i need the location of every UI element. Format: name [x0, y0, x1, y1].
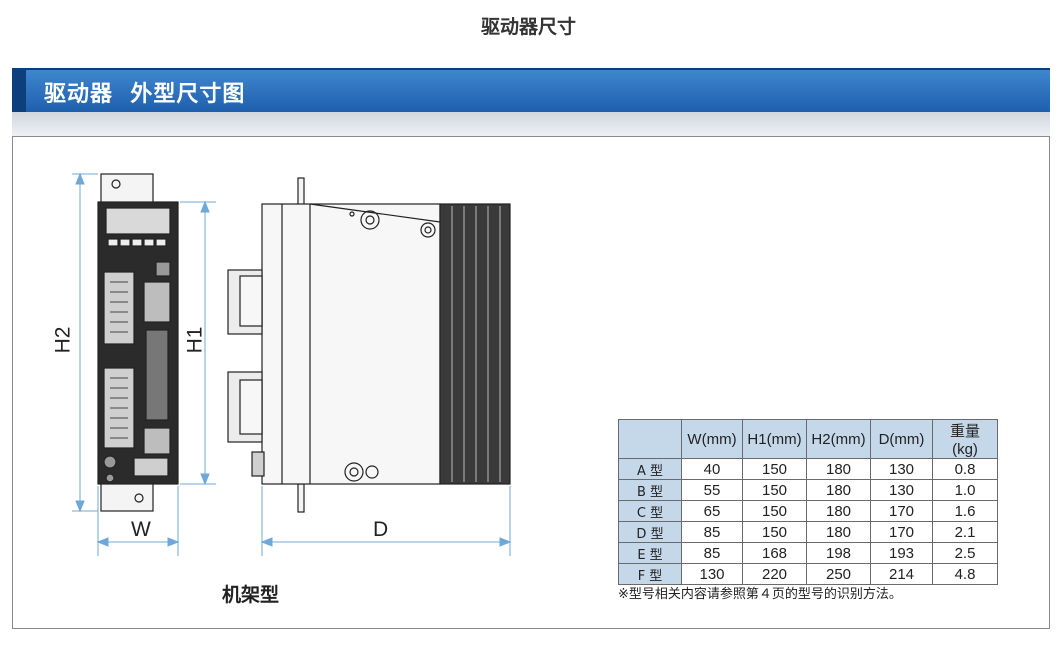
table-cell: 130	[870, 458, 933, 480]
table-cell: 150	[742, 521, 807, 543]
table-cell: 130	[681, 563, 743, 585]
table-cell: 4.8	[932, 563, 998, 585]
header-shadow	[12, 112, 1050, 136]
table-cell: 180	[806, 500, 871, 522]
table-cell: 150	[742, 458, 807, 480]
table-cell: 214	[870, 563, 933, 585]
table-cell: 1.0	[932, 479, 998, 501]
dim-label-d: D	[373, 518, 389, 541]
table-header-row: W(mm) H1(mm) H2(mm) D(mm) 重量 (kg)	[618, 419, 998, 459]
front-view	[97, 173, 179, 512]
heatsink-fins	[451, 206, 501, 482]
table-row: F 型 130 220 250 214 4.8	[618, 563, 998, 585]
dim-label-h1: H1	[183, 326, 207, 354]
section-header-bar: 驱动器 外型尺寸图	[12, 68, 1050, 112]
front-connector-pins	[110, 281, 128, 439]
table-cell: D 型	[618, 521, 682, 543]
dimension-lines	[72, 172, 512, 556]
dim-label-h2: H2	[51, 326, 75, 354]
table-cell: 1.6	[932, 500, 998, 522]
table-row: B 型 55 150 180 130 1.0	[618, 479, 998, 501]
table-cell: 85	[681, 521, 743, 543]
table-cell: 150	[742, 479, 807, 501]
table-cell: 220	[742, 563, 807, 585]
table-header-cell: 重量 (kg)	[932, 419, 998, 459]
table-cell: B 型	[618, 479, 682, 501]
table-cell: 180	[806, 521, 871, 543]
table-cell: C 型	[618, 500, 682, 522]
table-cell: E 型	[618, 542, 682, 564]
table-header-cell: W(mm)	[681, 419, 743, 459]
table-row: D 型 85 150 180 170 2.1	[618, 521, 998, 543]
table-cell: 65	[681, 500, 743, 522]
page-title: 驱动器尺寸	[480, 16, 576, 38]
table-cell: 180	[806, 479, 871, 501]
table-cell: 130	[870, 479, 933, 501]
table-cell: 2.5	[932, 542, 998, 564]
table-cell: 198	[806, 542, 871, 564]
table-cell: 2.1	[932, 521, 998, 543]
dim-label-w: W	[131, 518, 151, 541]
model-note: ※型号相关内容请参照第４页的型号的识别方法。	[618, 587, 902, 602]
table-cell: 150	[742, 500, 807, 522]
table-cell: F 型	[618, 563, 682, 585]
table-header-cell	[618, 419, 682, 459]
table-cell: 85	[681, 542, 743, 564]
section-title: 驱动器 外型尺寸图	[44, 82, 246, 107]
table-cell: 168	[742, 542, 807, 564]
table-cell: 170	[870, 521, 933, 543]
table-header-cell: H2(mm)	[806, 419, 871, 459]
side-view	[227, 177, 511, 513]
table-row: A 型 40 150 180 130 0.8	[618, 458, 998, 480]
table-cell: 193	[870, 542, 933, 564]
table-header-cell: H1(mm)	[742, 419, 807, 459]
table-row: E 型 85 168 198 193 2.5	[618, 542, 998, 564]
table-cell: 0.8	[932, 458, 998, 480]
table-cell: 180	[806, 458, 871, 480]
table-cell: 250	[806, 563, 871, 585]
table-cell: 170	[870, 500, 933, 522]
table-row: C 型 65 150 180 170 1.6	[618, 500, 998, 522]
table-cell: 55	[681, 479, 743, 501]
frame-type-label: 机架型	[222, 584, 280, 606]
spec-table: W(mm) H1(mm) H2(mm) D(mm) 重量 (kg) A 型 40…	[618, 419, 998, 585]
table-cell: A 型	[618, 458, 682, 480]
header-accent	[12, 70, 26, 112]
table-cell: 40	[681, 458, 743, 480]
table-header-cell: D(mm)	[870, 419, 933, 459]
